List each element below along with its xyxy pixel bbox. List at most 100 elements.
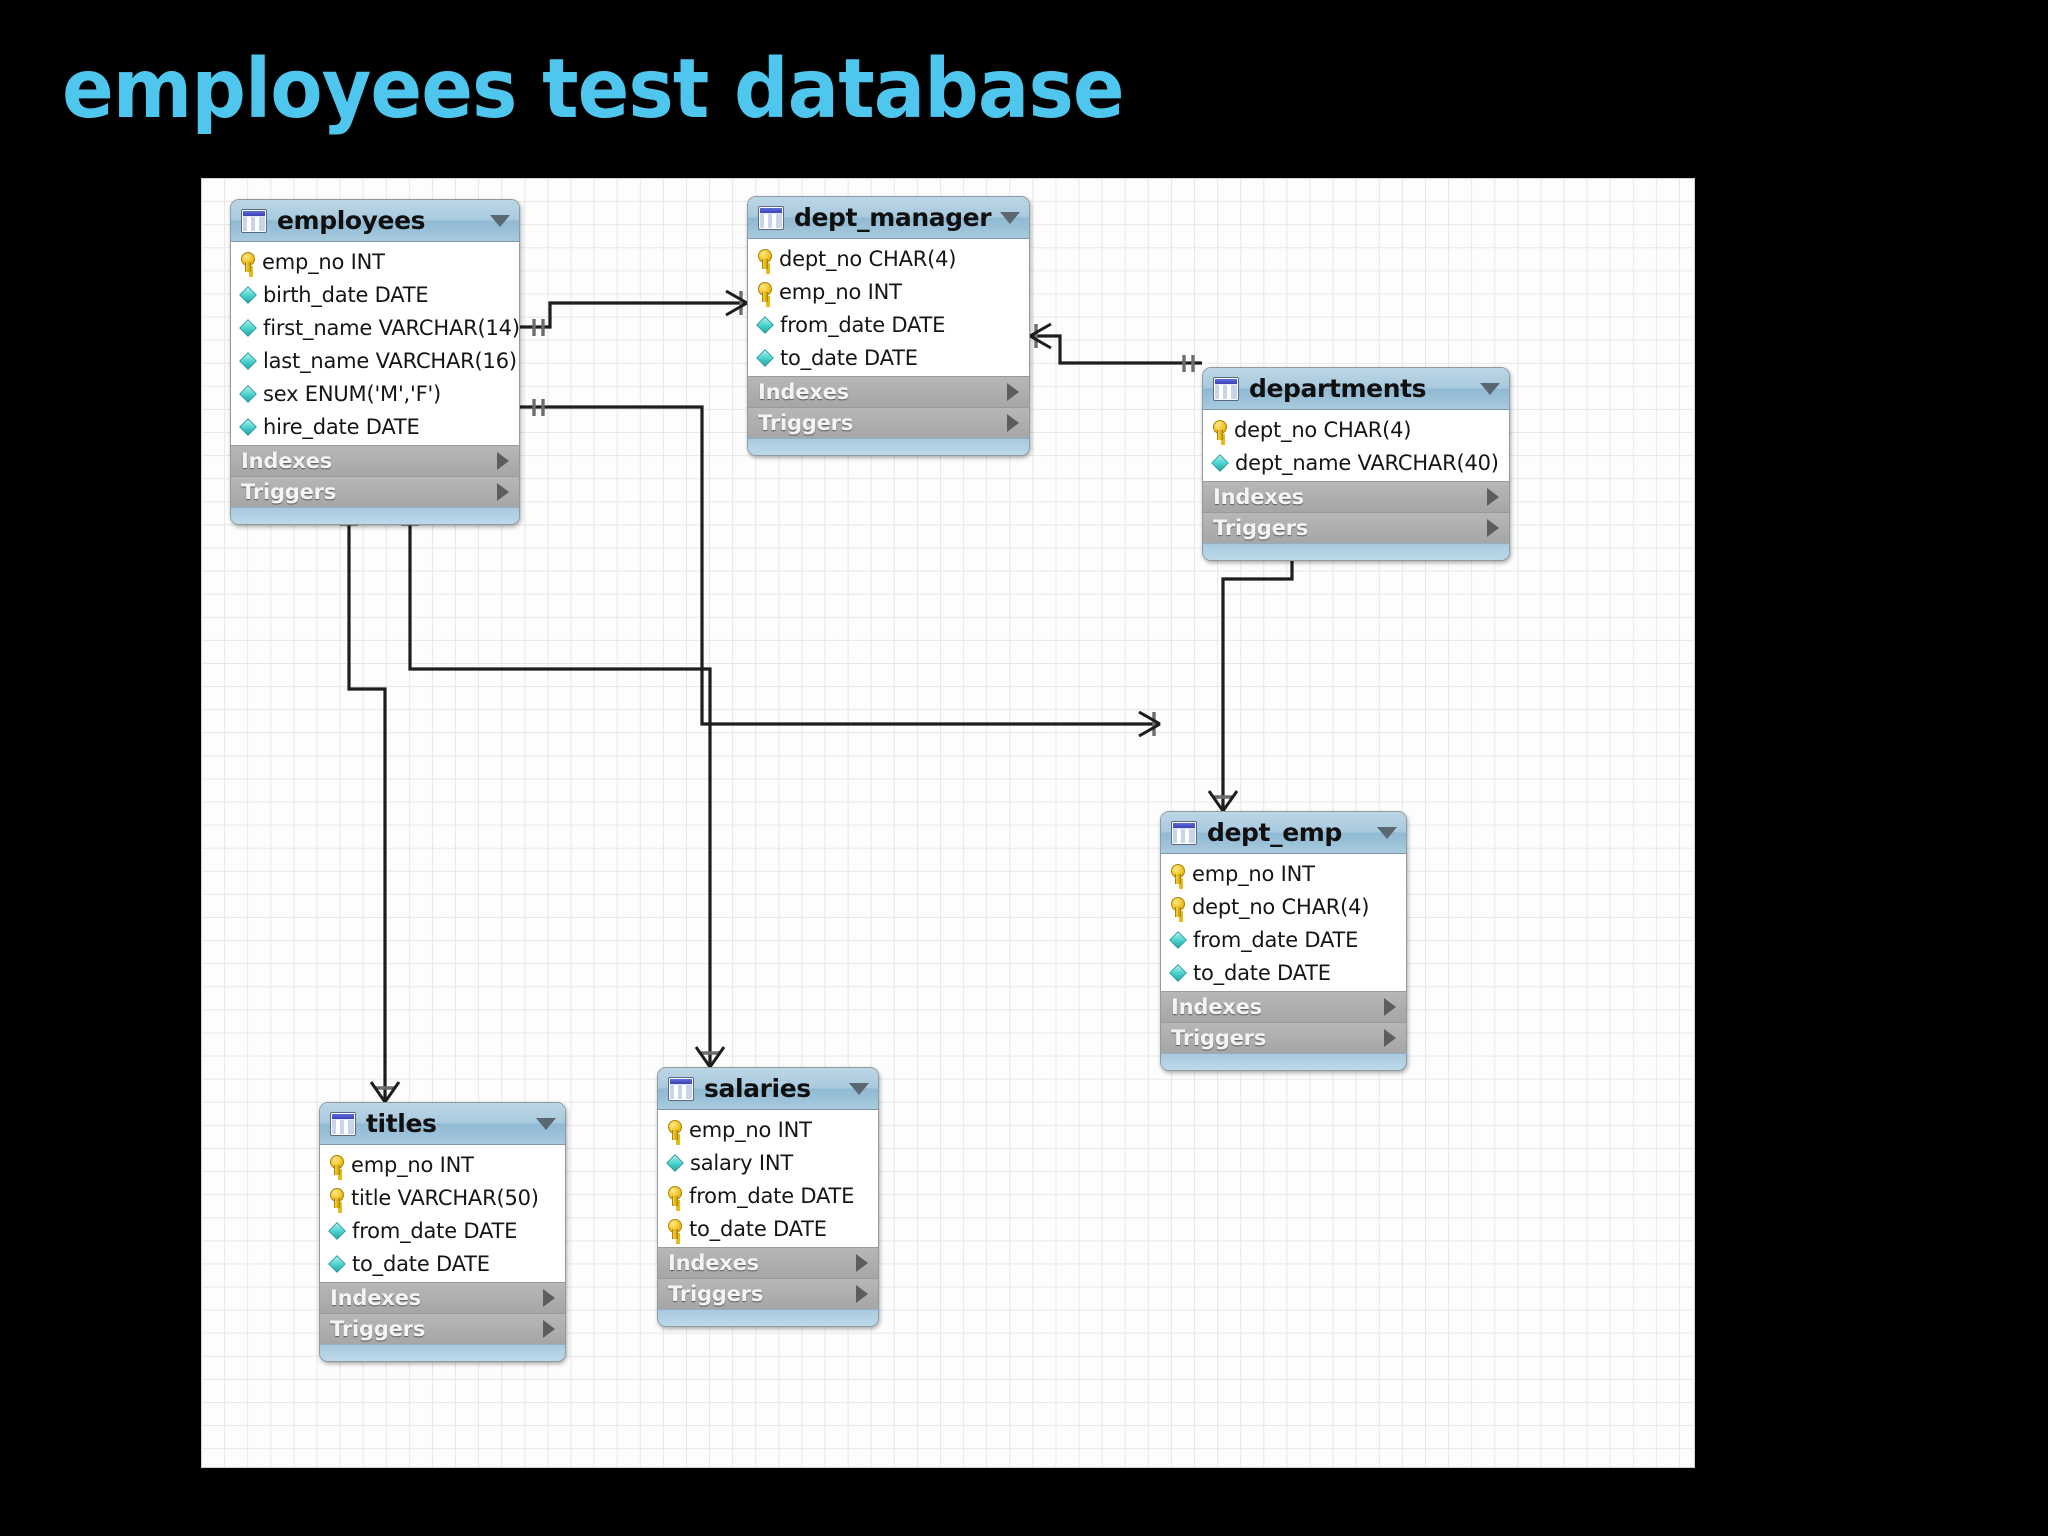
column-row[interactable]: dept_no CHAR(4) [748,242,1029,275]
column-diamond-icon [328,1221,346,1240]
indexes-label: Indexes [758,380,849,404]
column-label: birth_date DATE [263,282,429,307]
column-row[interactable]: first_name VARCHAR(14) [231,311,519,344]
chevron-right-icon[interactable] [497,452,509,470]
chevron-right-icon[interactable] [497,483,509,501]
triggers-label: Triggers [668,1282,764,1306]
chevron-right-icon[interactable] [1007,383,1019,401]
chevron-right-icon[interactable] [856,1254,868,1272]
column-row[interactable]: dept_no CHAR(4) [1161,890,1406,923]
chevron-down-icon[interactable] [490,214,510,227]
column-label: first_name VARCHAR(14) [263,315,520,340]
column-label: sex ENUM('M','F') [263,381,442,406]
er-table-dept-emp[interactable]: dept_emp emp_no INT dept_no CHAR(4) from… [1160,811,1407,1071]
column-diamond-icon [756,348,774,367]
table-title: departments [1249,374,1427,403]
column-row[interactable]: last_name VARCHAR(16) [231,344,519,377]
table-header-dept-manager[interactable]: dept_manager [748,197,1029,239]
chevron-right-icon[interactable] [1487,488,1499,506]
table-icon [241,208,267,233]
triggers-section[interactable]: Triggers [1161,1022,1406,1053]
table-header-dept-emp[interactable]: dept_emp [1161,812,1406,854]
er-table-dept-manager[interactable]: dept_manager dept_no CHAR(4) emp_no INT … [747,196,1030,456]
column-row[interactable]: to_date DATE [1161,956,1406,989]
column-list: emp_no INT title VARCHAR(50) from_date D… [320,1145,565,1282]
chevron-right-icon[interactable] [1487,519,1499,537]
chevron-right-icon[interactable] [1007,414,1019,432]
triggers-label: Triggers [330,1317,426,1341]
column-row[interactable]: to_date DATE [320,1247,565,1280]
column-row[interactable]: to_date DATE [658,1212,878,1245]
column-diamond-icon [239,384,257,403]
chevron-down-icon[interactable] [1000,211,1020,224]
indexes-section[interactable]: Indexes [748,376,1029,407]
table-footer [231,507,519,524]
column-row[interactable]: birth_date DATE [231,278,519,311]
column-row[interactable]: from_date DATE [658,1179,878,1212]
chevron-right-icon[interactable] [1384,998,1396,1016]
table-title: salaries [704,1074,811,1103]
triggers-section[interactable]: Triggers [748,407,1029,438]
column-row[interactable]: emp_no INT [320,1148,565,1181]
column-row[interactable]: title VARCHAR(50) [320,1181,565,1214]
er-table-departments[interactable]: departments dept_no CHAR(4) dept_name VA… [1202,367,1510,561]
column-diamond-icon [756,315,774,334]
er-table-employees[interactable]: employees emp_no INT birth_date DATE fir… [230,199,520,525]
column-label: from_date DATE [1193,927,1359,952]
column-list: dept_no CHAR(4) emp_no INT from_date DAT… [748,239,1029,376]
column-label: emp_no INT [351,1152,474,1177]
triggers-section[interactable]: Triggers [320,1313,565,1344]
indexes-label: Indexes [241,449,332,473]
column-row[interactable]: emp_no INT [748,275,1029,308]
er-diagram-canvas[interactable]: employees emp_no INT birth_date DATE fir… [202,179,1694,1467]
column-diamond-icon [666,1153,684,1172]
column-label: emp_no INT [1192,861,1315,886]
column-row[interactable]: sex ENUM('M','F') [231,377,519,410]
column-row[interactable]: emp_no INT [1161,857,1406,890]
table-icon [1213,376,1239,401]
indexes-section[interactable]: Indexes [658,1247,878,1278]
chevron-right-icon[interactable] [856,1285,868,1303]
table-header-titles[interactable]: titles [320,1103,565,1145]
column-row[interactable]: from_date DATE [1161,923,1406,956]
triggers-section[interactable]: Triggers [231,476,519,507]
indexes-section[interactable]: Indexes [231,445,519,476]
column-row[interactable]: salary INT [658,1146,878,1179]
chevron-down-icon[interactable] [536,1117,556,1130]
table-title: employees [277,206,426,235]
column-list: dept_no CHAR(4) dept_name VARCHAR(40) [1203,410,1509,481]
column-row[interactable]: to_date DATE [748,341,1029,374]
indexes-section[interactable]: Indexes [1161,991,1406,1022]
table-header-departments[interactable]: departments [1203,368,1509,410]
column-row[interactable]: from_date DATE [748,308,1029,341]
chevron-down-icon[interactable] [1480,382,1500,395]
chevron-right-icon[interactable] [543,1289,555,1307]
indexes-section[interactable]: Indexes [1203,481,1509,512]
column-row[interactable]: emp_no INT [658,1113,878,1146]
primary-key-icon [1170,896,1185,917]
column-row[interactable]: emp_no INT [231,245,519,278]
indexes-label: Indexes [1213,485,1304,509]
triggers-section[interactable]: Triggers [1203,512,1509,543]
primary-key-icon [757,281,772,302]
indexes-section[interactable]: Indexes [320,1282,565,1313]
table-footer [320,1344,565,1361]
column-label: hire_date DATE [263,414,420,439]
column-row[interactable]: from_date DATE [320,1214,565,1247]
column-diamond-icon [1169,963,1187,982]
chevron-down-icon[interactable] [1377,826,1397,839]
chevron-down-icon[interactable] [849,1082,869,1095]
er-table-salaries[interactable]: salaries emp_no INT salary INT from_date… [657,1067,879,1327]
table-header-salaries[interactable]: salaries [658,1068,878,1110]
triggers-section[interactable]: Triggers [658,1278,878,1309]
column-row[interactable]: dept_no CHAR(4) [1203,413,1509,446]
table-header-employees[interactable]: employees [231,200,519,242]
chevron-right-icon[interactable] [1384,1029,1396,1047]
column-diamond-icon [239,318,257,337]
triggers-label: Triggers [1171,1026,1267,1050]
er-table-titles[interactable]: titles emp_no INT title VARCHAR(50) from… [319,1102,566,1362]
chevron-right-icon[interactable] [543,1320,555,1338]
column-row[interactable]: hire_date DATE [231,410,519,443]
column-row[interactable]: dept_name VARCHAR(40) [1203,446,1509,479]
